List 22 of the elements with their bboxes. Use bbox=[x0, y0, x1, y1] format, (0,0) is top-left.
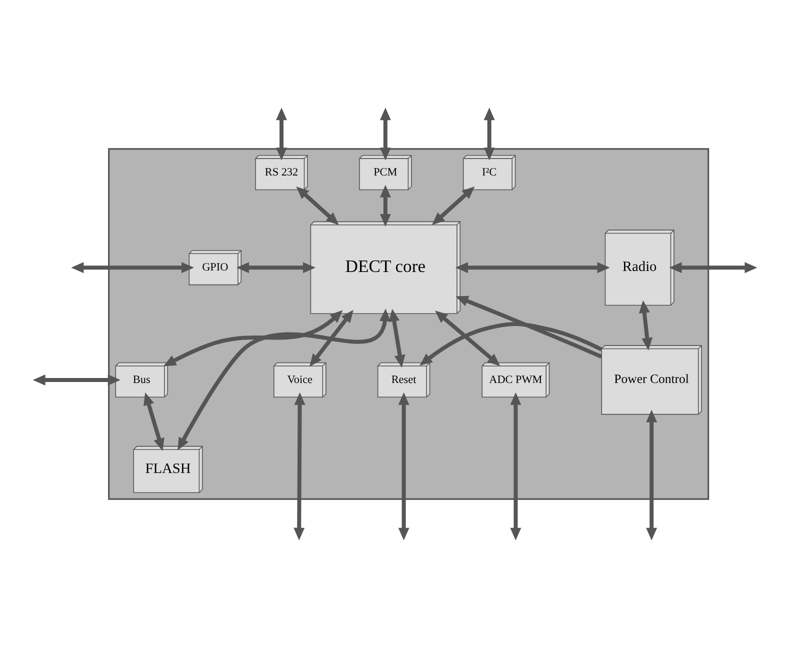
arrow bbox=[638, 300, 653, 350]
arrow bbox=[398, 392, 410, 540]
arrow bbox=[236, 262, 316, 273]
arrow bbox=[669, 262, 758, 273]
arrow bbox=[434, 310, 500, 366]
arrow bbox=[32, 374, 120, 385]
arrow bbox=[456, 295, 602, 358]
arrow bbox=[380, 184, 391, 226]
arrow bbox=[144, 392, 164, 451]
arrow bbox=[71, 262, 194, 273]
arrow bbox=[178, 308, 391, 450]
arrow bbox=[455, 262, 610, 273]
arrow bbox=[310, 309, 354, 366]
arrow bbox=[294, 392, 306, 540]
arrow bbox=[510, 392, 522, 540]
arrow bbox=[380, 107, 391, 160]
arrow bbox=[646, 409, 658, 540]
arrow bbox=[484, 107, 495, 160]
arrow bbox=[388, 308, 406, 368]
arrow bbox=[276, 107, 287, 160]
arrow bbox=[420, 322, 602, 366]
arrow bbox=[296, 186, 339, 224]
